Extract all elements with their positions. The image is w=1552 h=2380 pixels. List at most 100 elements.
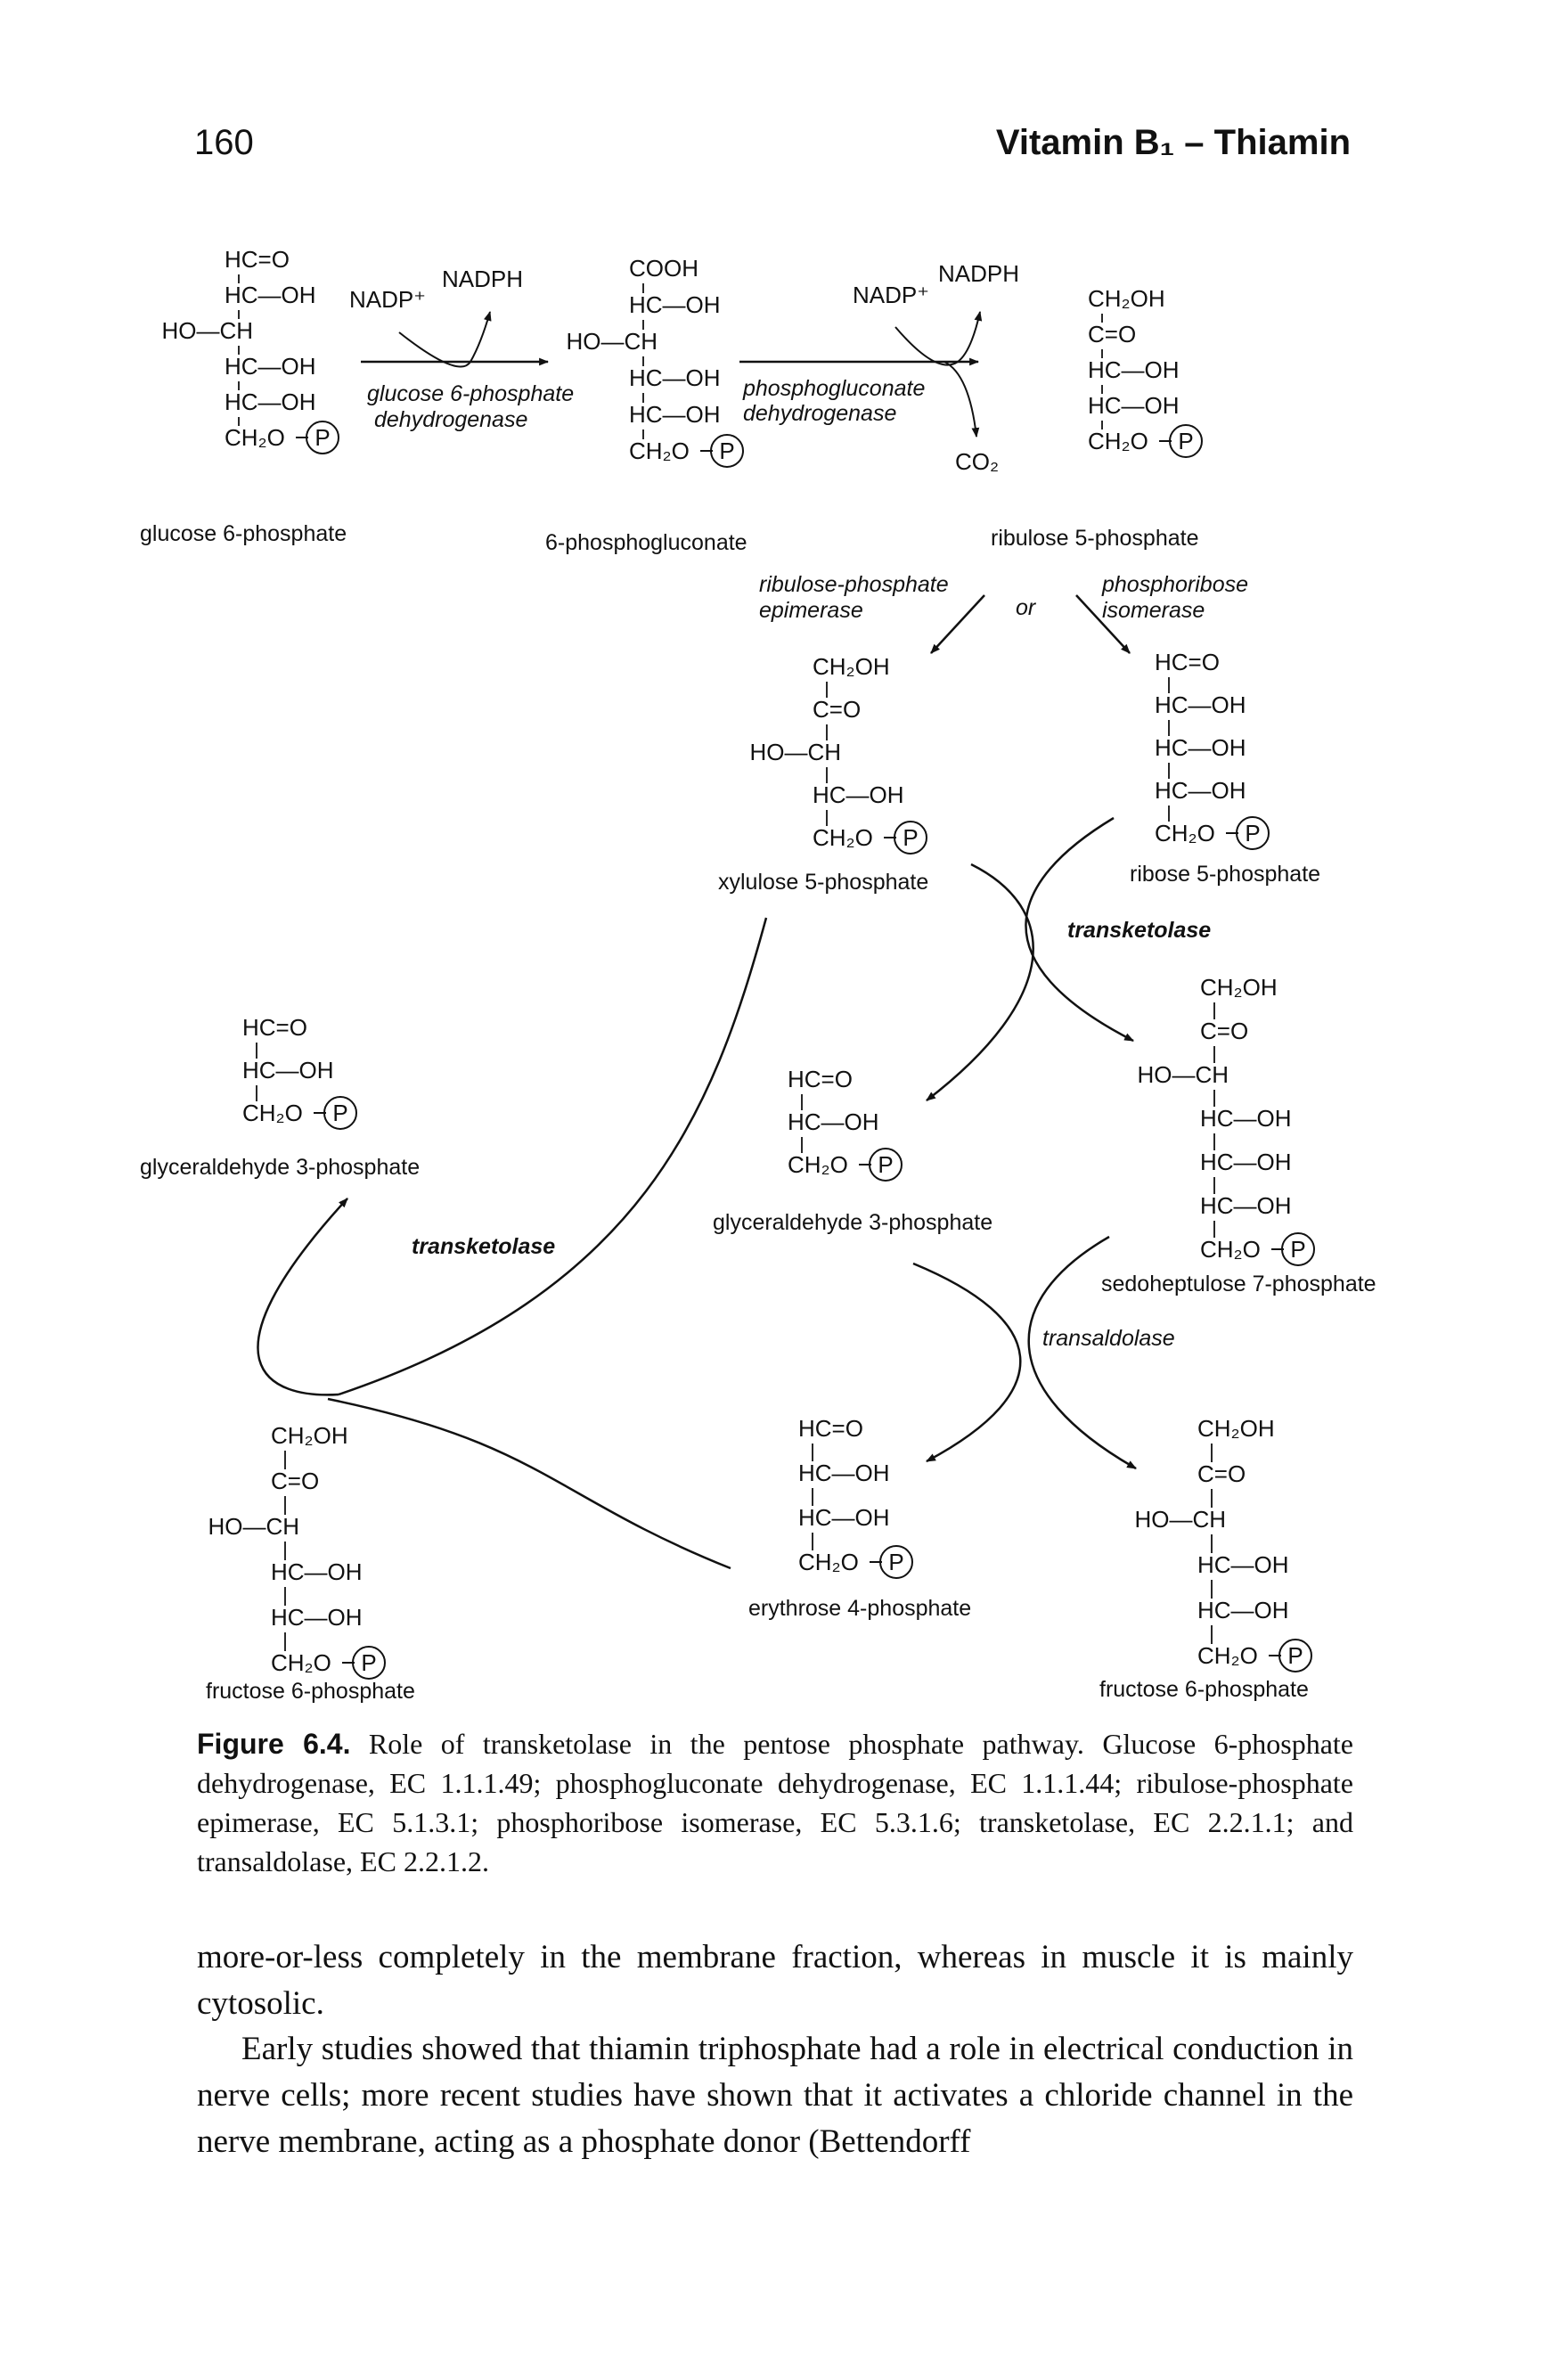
- phosphate-circle: [710, 434, 744, 468]
- formula-line: HC—OH: [1197, 1597, 1289, 1623]
- formula-line: HC—OH: [1088, 392, 1180, 419]
- formula-line: HC=O: [1155, 649, 1220, 675]
- formula-line: HC—OH: [225, 353, 316, 380]
- co2-curve: [943, 361, 980, 438]
- formula-line: HC—OH: [788, 1108, 879, 1135]
- reaction-branch: ribulose-phosphate epimerase or phosphor…: [759, 572, 1248, 654]
- phosphate-circle: [352, 1646, 386, 1680]
- reaction-g6pd: NADP⁺ NADPH glucose 6-phosphate dehydrog…: [349, 266, 574, 432]
- formula-line: HC—OH: [271, 1604, 363, 1631]
- running-title: Vitamin B₁ – Thiamin: [995, 123, 1351, 162]
- formula-line: HC—OH: [1088, 356, 1180, 383]
- unused: [323, 1310, 504, 1417]
- epimerase-arrow: [930, 594, 985, 654]
- phosphate-circle: [1281, 1232, 1315, 1266]
- phosphate-symbol: P: [878, 1151, 893, 1178]
- formula-line: HO—CH: [1137, 1061, 1229, 1088]
- phosphate-symbol: P: [888, 1549, 903, 1575]
- formula-line: CH₂O: [1088, 428, 1148, 454]
- enzyme-g6pd-line1: glucose 6-phosphate: [367, 381, 574, 406]
- enzyme-rpi-line2: isomerase: [1102, 598, 1205, 623]
- formula-line: HO—CH: [161, 317, 253, 344]
- formula-line: C=O: [271, 1468, 319, 1494]
- formula-line: CH₂OH: [1200, 974, 1278, 1001]
- or-label: or: [1016, 595, 1037, 620]
- enzyme-pgd-line2: dehydrogenase: [743, 401, 896, 426]
- phosphate-circle: [869, 1148, 903, 1182]
- phosphate-symbol: P: [903, 824, 918, 851]
- compound-name: fructose 6-phosphate: [1099, 1677, 1309, 1702]
- transketolase-curve: [338, 917, 768, 1396]
- body-paragraph-1: more-or-less completely in the membrane …: [197, 1939, 1353, 2022]
- transketolase-curve: [926, 863, 1034, 1101]
- formula-line: CH₂O: [271, 1649, 331, 1676]
- enzyme-rpe-line2: epimerase: [759, 598, 863, 623]
- reaction-transketolase-1: transketolase: [926, 816, 1211, 1101]
- phosphate-circle: [1278, 1639, 1312, 1673]
- compound-name: glyceraldehyde 3-phosphate: [713, 1210, 992, 1235]
- formula-line: HO—CH: [1134, 1506, 1226, 1533]
- enzyme-rpe-line1: ribulose-phosphate: [759, 572, 949, 597]
- phosphate-symbol: P: [1287, 1642, 1303, 1669]
- nadp-plus-label: NADP⁺: [349, 286, 426, 313]
- phosphate-circle: [323, 1096, 357, 1130]
- formula-line: HC=O: [242, 1014, 307, 1041]
- formula-line: HC—OH: [1200, 1192, 1292, 1219]
- figure-caption: Figure 6.4. Role of transketolase in the…: [197, 1724, 1353, 1881]
- cofactor-curve: [398, 331, 471, 368]
- nadph-label: NADPH: [442, 266, 523, 292]
- phosphate-circle: [1236, 816, 1270, 850]
- formula-line: HO—CH: [566, 328, 658, 355]
- page-number: 160: [194, 123, 254, 162]
- formula-line: COOH: [629, 255, 698, 282]
- compound-name: sedoheptulose 7-phosphate: [1101, 1272, 1376, 1296]
- formula-line: CH₂OH: [813, 653, 890, 680]
- nadp-plus-label: NADP⁺: [853, 282, 929, 308]
- formula-line: HC—OH: [798, 1460, 890, 1486]
- formula-line: CH₂O: [813, 824, 873, 851]
- isomerase-arrow: [1075, 594, 1131, 654]
- formula-line: C=O: [1197, 1460, 1246, 1487]
- formula-line: HC—OH: [629, 401, 721, 428]
- formula-line: HC=O: [798, 1415, 863, 1442]
- body-paragraph-2: Early studies showed that thiamin tripho…: [197, 2031, 1353, 2160]
- phosphate-symbol: P: [332, 1100, 347, 1126]
- formula-line: HO—CH: [749, 739, 841, 765]
- cofactor-curve: [957, 310, 983, 363]
- compound-name: fructose 6-phosphate: [206, 1679, 415, 1704]
- formula-line: HC—OH: [813, 781, 904, 808]
- nadph-label: NADPH: [938, 260, 1019, 287]
- unused: [323, 1303, 504, 1408]
- compound-name: erythrose 4-phosphate: [748, 1596, 971, 1621]
- phosphate-symbol: P: [361, 1649, 376, 1676]
- phosphate-symbol: P: [719, 438, 734, 464]
- compound-name: ribose 5-phosphate: [1130, 862, 1320, 887]
- compound-name: 6-phosphogluconate: [545, 530, 747, 555]
- formula-line: C=O: [813, 696, 861, 723]
- formula-line: HC—OH: [271, 1558, 363, 1585]
- formula-line: CH₂O: [1200, 1236, 1261, 1263]
- enzyme-rpi-line1: phosphoribose: [1101, 572, 1248, 597]
- enzyme-pgd-line1: phosphogluconate: [742, 376, 925, 401]
- formula-line: CH₂OH: [1088, 285, 1165, 312]
- formula-line: CH₂O: [788, 1151, 848, 1178]
- cofactor-curve: [470, 310, 492, 363]
- formula-line: CH₂OH: [271, 1422, 348, 1449]
- formula-line: CH₂O: [242, 1100, 303, 1126]
- formula-line: HC—OH: [1197, 1551, 1289, 1578]
- formula-line: HC—OH: [225, 282, 316, 308]
- figure-label: Figure 6.4.: [197, 1728, 351, 1760]
- compound-name: ribulose 5-phosphate: [991, 526, 1199, 551]
